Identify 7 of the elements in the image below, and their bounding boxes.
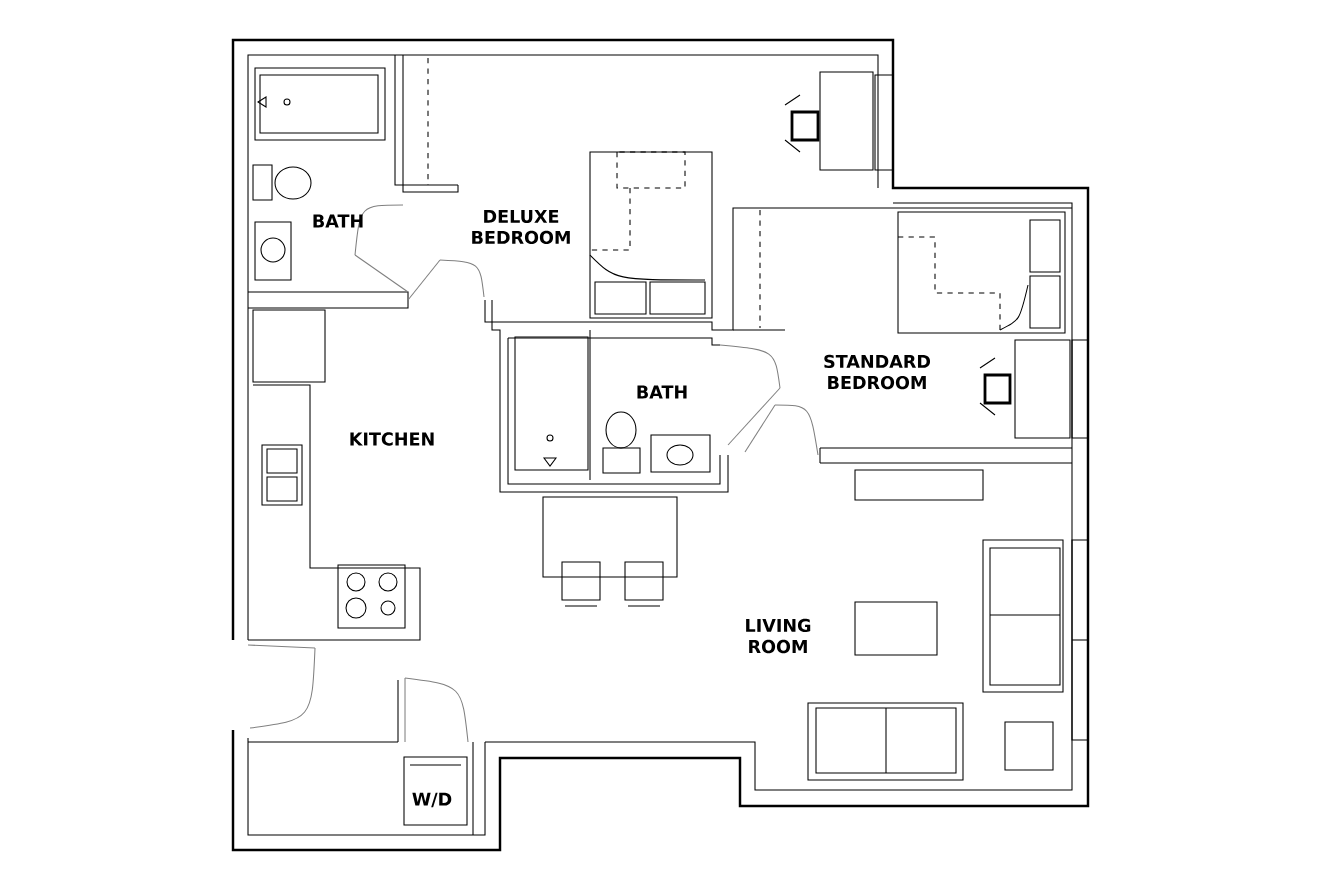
room-label: BATH — [313, 214, 363, 228]
room-label: STANDARD BEDROOM — [824, 354, 931, 390]
room-label: W/D — [412, 792, 452, 808]
room-label: DELUXE BEDROOM — [472, 209, 570, 245]
room-label: BATH — [637, 385, 687, 399]
room-label: LIVING ROOM — [746, 618, 811, 654]
room-label: KITCHEN — [350, 432, 434, 446]
